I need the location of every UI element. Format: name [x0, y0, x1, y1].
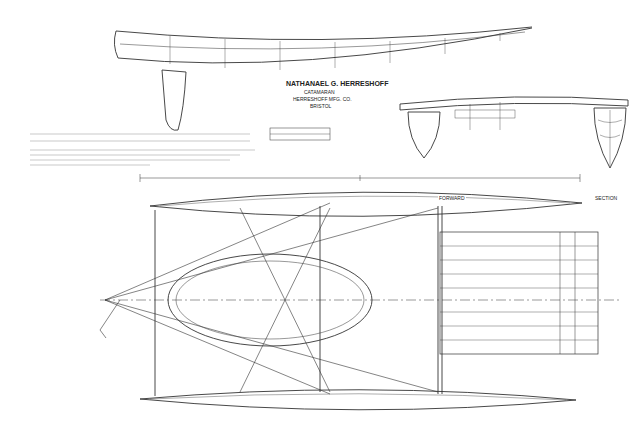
centerline — [100, 300, 622, 301]
spec-table — [30, 134, 255, 165]
section-lines — [455, 102, 622, 166]
slatted-platform — [440, 232, 598, 354]
deck-thumbnail — [270, 128, 330, 140]
waterline — [120, 32, 525, 49]
centerboard — [162, 70, 186, 130]
rigging — [100, 203, 438, 394]
hull-plan-upper — [150, 192, 582, 216]
drawing-title: NATHANAEL G. HERRESHOFF — [285, 80, 389, 88]
stern-line — [114, 31, 118, 58]
place-name: BRISTOL — [309, 104, 332, 110]
keel-line — [118, 28, 532, 63]
crossbeams — [155, 206, 442, 396]
hull-section-left — [408, 112, 440, 158]
hull-section-right — [594, 108, 626, 168]
subtitle: CATAMARAN — [303, 90, 336, 96]
station-lines — [170, 33, 500, 70]
sheer-line — [116, 27, 532, 40]
view-label: SECTION — [594, 196, 618, 202]
view-label: FORWARD — [438, 196, 466, 202]
hull-plan-lower — [140, 390, 576, 410]
builder-name: HERRESHOFF MFG. CO. — [292, 97, 353, 103]
